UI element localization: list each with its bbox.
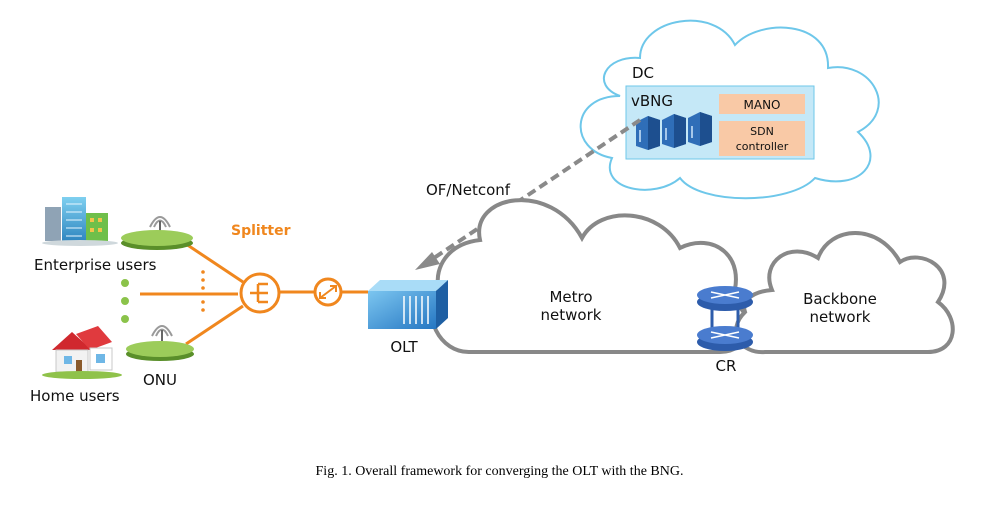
house-icon — [42, 326, 122, 379]
olt-label: OLT — [390, 338, 418, 356]
sdn-label-line1: SDN — [750, 125, 774, 138]
onu-label: ONU — [143, 371, 177, 389]
fiber-coupler-icon — [313, 277, 343, 307]
onu-router-icon — [121, 216, 193, 250]
backbone-cloud — [734, 231, 955, 355]
control-link — [426, 118, 642, 264]
metro-label-line2: network — [541, 306, 602, 324]
home-users-label: Home users — [30, 387, 120, 405]
dc-label: DC — [632, 64, 654, 82]
server-icon — [636, 116, 660, 150]
core-router-icon — [697, 326, 753, 351]
mano-label: MANO — [744, 98, 781, 112]
server-icon — [662, 114, 686, 148]
olt-device-icon — [368, 280, 448, 329]
metro-label-line1: Metro — [549, 288, 592, 306]
mano-box — [719, 94, 805, 114]
sdn-label-line2: controller — [736, 140, 789, 153]
splitter-label: Splitter — [231, 223, 291, 239]
control-link-arrowhead — [415, 252, 440, 270]
of-netconf-label: OF/Netconf — [426, 181, 511, 199]
vbng-servers — [636, 112, 712, 150]
core-router-icon — [697, 286, 753, 333]
more-users-dots — [121, 279, 129, 323]
onu-router-icon — [126, 325, 194, 361]
enterprise-building-icon — [42, 197, 118, 246]
cr-label: CR — [716, 357, 737, 375]
sdn-controller-box — [719, 121, 805, 156]
splitter-port-dots — [201, 270, 205, 312]
backbone-label-line1: Backbone — [803, 290, 877, 308]
enterprise-users-label: Enterprise users — [34, 256, 157, 274]
backbone-label-line2: network — [810, 308, 871, 326]
vbng-label: vBNG — [631, 92, 673, 110]
figure-caption: Fig. 1. Overall framework for converging… — [315, 464, 684, 479]
server-icon — [688, 112, 712, 146]
metro-cloud — [429, 198, 750, 355]
splitter-icon — [239, 272, 281, 314]
